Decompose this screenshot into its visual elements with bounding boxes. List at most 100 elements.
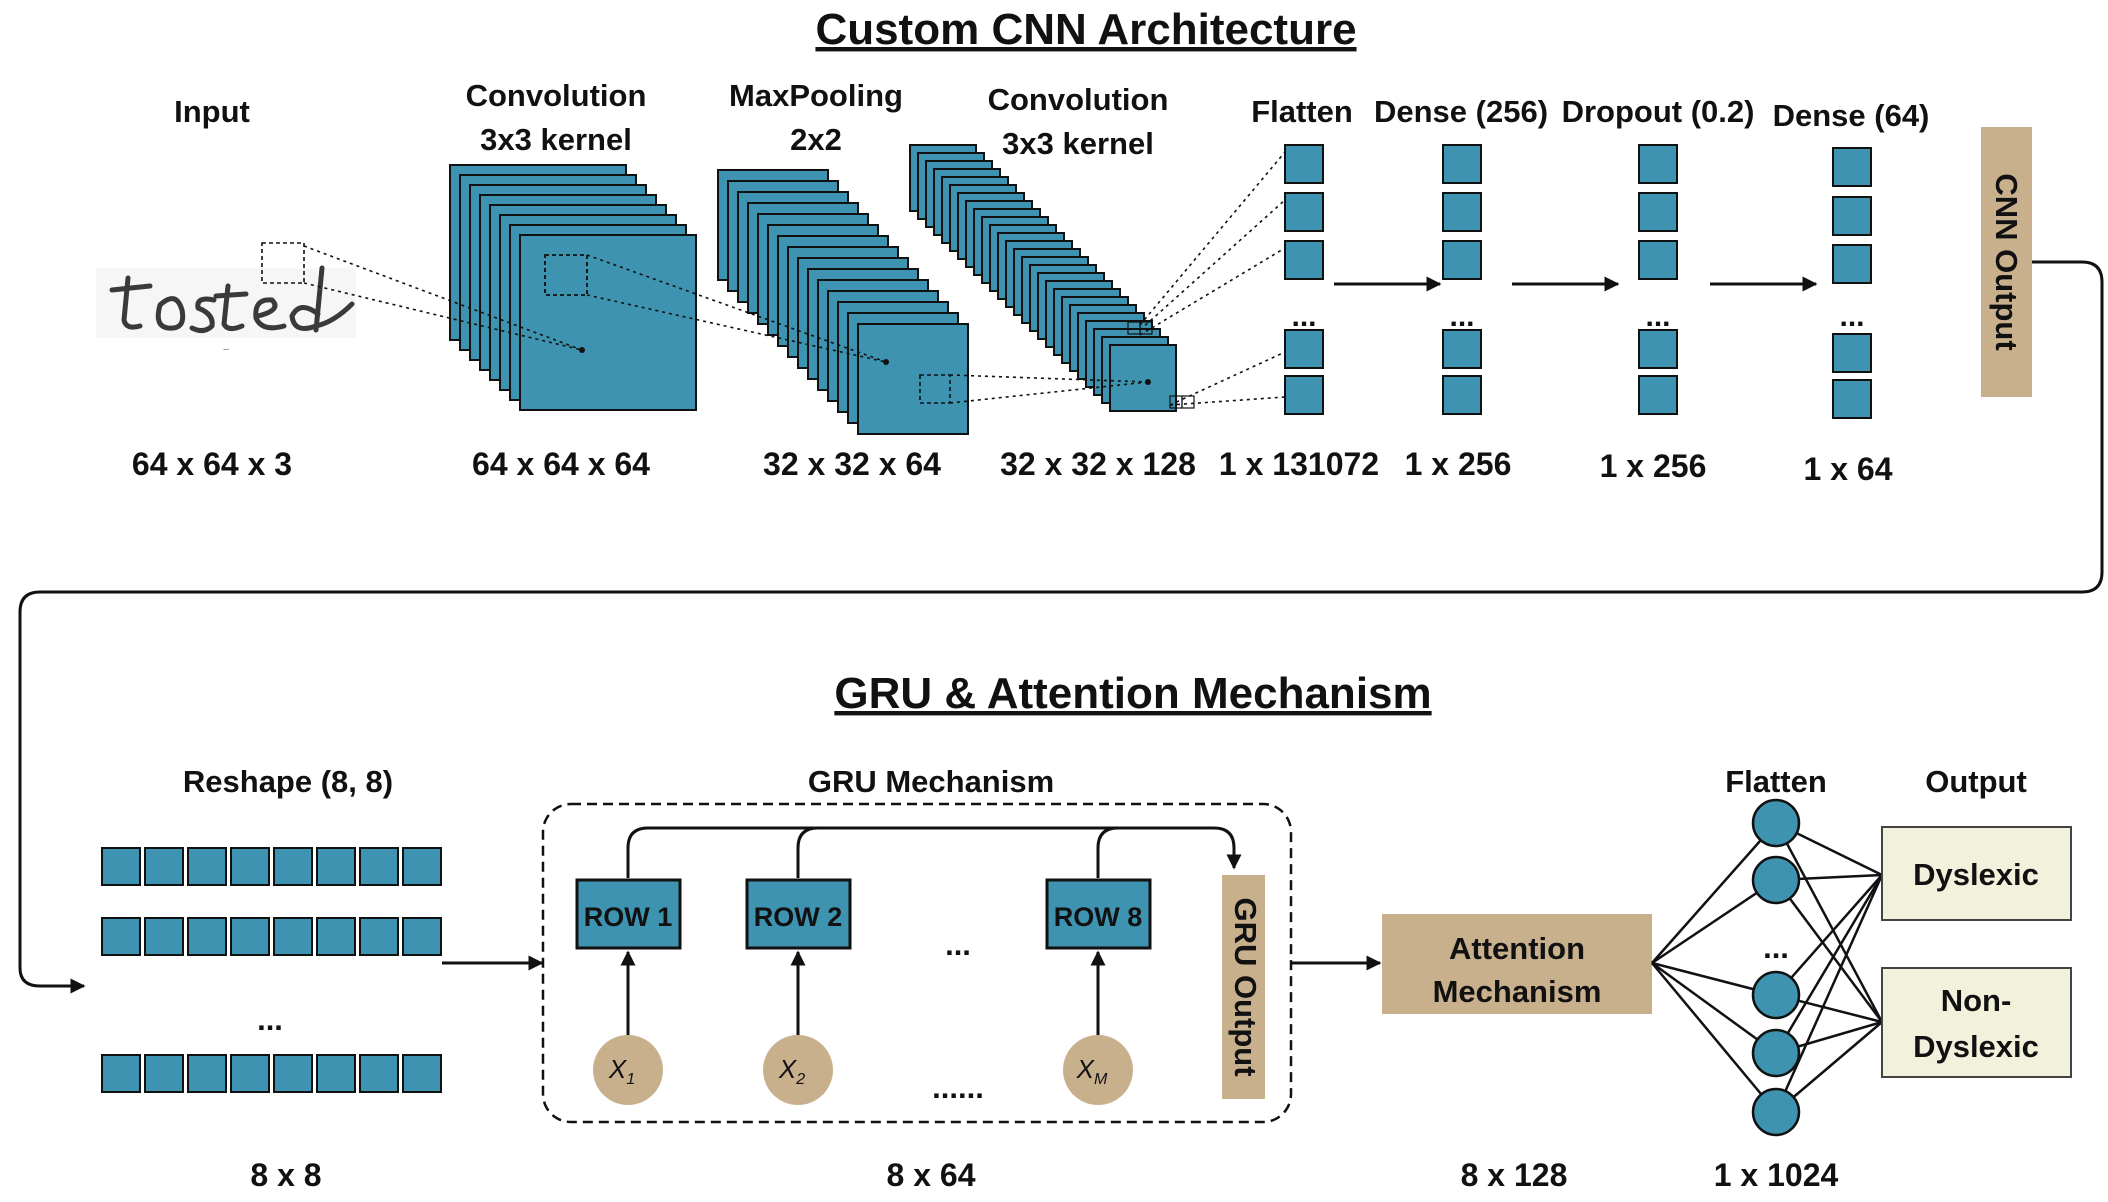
reshape-cell (144, 1054, 184, 1093)
dim-input: 64 x 64 x 3 (132, 446, 292, 482)
attention-to-node-line (1651, 822, 1777, 964)
dense2-unit (1832, 244, 1872, 284)
attention-to-node-line (1651, 878, 1777, 965)
dense2-unit (1832, 379, 1872, 419)
dense2-unit (1832, 196, 1872, 236)
flatten-nodes-ellipsis: ... (1763, 930, 1789, 965)
dim-conv1: 64 x 64 x 64 (472, 446, 650, 482)
svg-text:X2: X2 (778, 1054, 805, 1088)
cnn-output-label: CNN Output (1989, 173, 2024, 350)
reshape-cell (187, 1054, 227, 1093)
input-image: tested (96, 265, 356, 351)
dropout-unit (1638, 329, 1678, 369)
node-to-output-line (1775, 874, 1883, 996)
gru-output-label: GRU Output (1228, 897, 1263, 1076)
class-non-dyslexic-line2: Dyslexic (1913, 1029, 2039, 1064)
node-to-output-line (1774, 874, 1884, 1113)
pool-label-line1: MaxPooling (729, 78, 903, 113)
reshape-cell (359, 917, 399, 956)
attention-to-node-line (1651, 961, 1777, 1055)
input-node-x2: X2 (763, 1035, 833, 1105)
reshape-cell (101, 917, 141, 956)
dense2-unit (1832, 333, 1872, 373)
dense1-unit (1442, 144, 1482, 184)
node-to-output-line (1774, 879, 1884, 1023)
dropout-unit (1638, 240, 1678, 280)
reshape-cell (359, 847, 399, 886)
gru-mechanism-label: GRU Mechanism (808, 764, 1054, 799)
dense1-label: Dense (256) (1374, 94, 1548, 129)
pool-label-line2: 2x2 (790, 122, 842, 157)
dim-gru: 8 x 64 (887, 1157, 976, 1193)
reshape-cell (230, 1054, 270, 1093)
flatten-nodes (1751, 798, 1801, 1137)
dense256-column: ... (1442, 144, 1482, 415)
dense1-unit (1442, 375, 1482, 415)
dense2-label: Dense (64) (1773, 98, 1930, 133)
conv2-label-line2: 3x3 kernel (1002, 126, 1154, 161)
maxpool-feature-stack (717, 169, 969, 435)
dense1-unit (1442, 329, 1482, 369)
reshape-label: Reshape (8, 8) (183, 764, 393, 799)
reshape-cell (402, 1054, 442, 1093)
input-image-word: tested (223, 348, 228, 351)
dim-conv2: 32 x 32 x 128 (1000, 446, 1196, 482)
dense2-unit (1832, 147, 1872, 187)
gru-row-1-label: ROW 1 (584, 902, 673, 932)
dim-flatten-out: 1 x 1024 (1714, 1157, 1839, 1193)
x2-sub: 2 (795, 1071, 805, 1088)
gru-mechanism-box (541, 802, 1293, 1124)
xm-sub: M (1094, 1071, 1108, 1088)
dense64-column: ... (1832, 147, 1872, 419)
flatten-unit (1284, 144, 1324, 184)
dropout-label: Dropout (0.2) (1562, 94, 1755, 129)
x1-base: X (608, 1054, 628, 1084)
cnn-output-box (1981, 127, 2032, 397)
dense1-ellipsis: ... (1449, 300, 1474, 333)
dim-attention: 8 x 128 (1461, 1157, 1568, 1193)
input-label: Input (174, 94, 250, 129)
attention-box (1382, 914, 1652, 1014)
reshape-cell (101, 847, 141, 886)
flatten-column: ... (1284, 144, 1324, 415)
gru-rows-ellipsis: ... (945, 927, 971, 962)
dropout-column: ... (1638, 144, 1678, 415)
dense1-unit (1442, 240, 1482, 280)
svg-text:X1: X1 (608, 1054, 635, 1088)
flatten-node (1751, 798, 1801, 848)
gru-output-box (1222, 875, 1265, 1099)
x1-sub: 1 (626, 1071, 635, 1088)
reshape-grid (101, 847, 442, 1093)
pool-layer (857, 323, 969, 435)
dim-pool: 32 x 32 x 64 (763, 446, 941, 482)
reshape-cell (273, 1054, 313, 1093)
dropout-ellipsis: ... (1645, 300, 1670, 333)
conv1-label-line1: Convolution (466, 78, 647, 113)
flatten-node (1751, 1087, 1801, 1137)
flatten-node (1751, 970, 1801, 1020)
gru-recurrent-stub-row2 (796, 826, 819, 878)
dim-dropout: 1 x 256 (1600, 448, 1707, 484)
reshape-cell (144, 847, 184, 886)
conv1-feature-stack (449, 164, 697, 411)
flatten-unit (1284, 240, 1324, 280)
node-to-output-line (1774, 822, 1884, 1023)
dim-flatten: 1 x 131072 (1219, 446, 1379, 482)
input-kernel-window (261, 242, 305, 284)
gru-row-1: ROW 1 (575, 878, 682, 950)
conv2-feature-stack (909, 144, 1195, 412)
cnn-dimension-labels: 64 x 64 x 3 64 x 64 x 64 32 x 32 x 64 32… (132, 446, 1893, 487)
reshape-cell (316, 847, 356, 886)
attention-label-line1: Attention (1449, 931, 1585, 966)
xm-base: X (1076, 1054, 1096, 1084)
gru-row-2-label: ROW 2 (754, 902, 843, 932)
dim-dense1: 1 x 256 (1405, 446, 1512, 482)
flatten-unit (1284, 192, 1324, 232)
conv2-label-line1: Convolution (988, 82, 1169, 117)
class-non-dyslexic: Non- Dyslexic (1881, 967, 2072, 1078)
reshape-cell (273, 917, 313, 956)
flatten-unit (1284, 329, 1324, 369)
x2-base: X (778, 1054, 798, 1084)
dropout-unit (1638, 375, 1678, 415)
reshape-cell (402, 847, 442, 886)
